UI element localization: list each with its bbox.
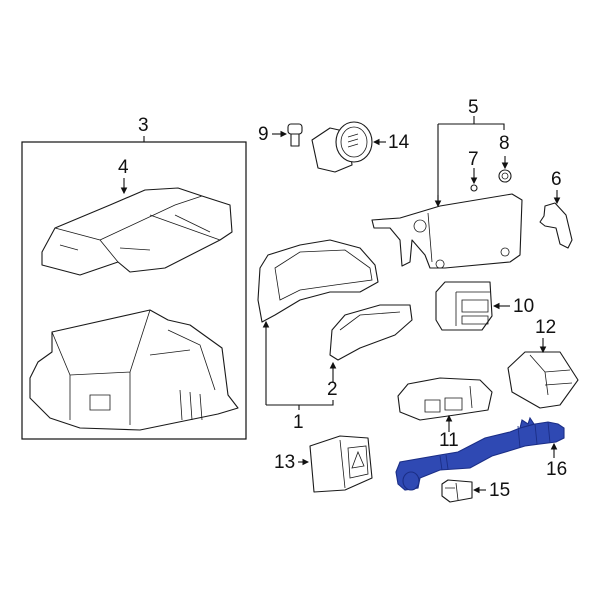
part-7-clip[interactable]: [470, 168, 478, 192]
callout-2: 2: [327, 379, 338, 400]
callout-12: 12: [535, 317, 557, 338]
callout-5: 5: [468, 97, 479, 118]
callout-15: 15: [489, 480, 511, 501]
callout-7: 7: [468, 149, 479, 170]
part-10-switch[interactable]: [435, 281, 510, 331]
part-9-knob[interactable]: [272, 123, 303, 147]
part-14-start-button[interactable]: [311, 121, 386, 173]
callout-10: 10: [513, 296, 535, 317]
part-3-module-base[interactable]: [29, 309, 239, 431]
assembly-box-3: [21, 136, 247, 440]
callout-9: 9: [258, 124, 269, 145]
part-13-hazard-switch[interactable]: [298, 435, 373, 493]
callout-4: 4: [118, 157, 129, 178]
callout-14: 14: [388, 132, 410, 153]
callout-8: 8: [499, 133, 510, 154]
callout-11: 11: [439, 430, 459, 451]
part-11-switch[interactable]: [397, 377, 493, 432]
part-12-switch[interactable]: [507, 338, 579, 409]
part-15-clip[interactable]: [441, 479, 486, 503]
part-1-cluster-housing[interactable]: [257, 239, 379, 405]
callout-1: 1: [293, 412, 304, 433]
callout-6: 6: [551, 169, 562, 190]
part-8-grommet[interactable]: [498, 156, 512, 183]
callout-3: 3: [138, 115, 149, 136]
callout-13: 13: [274, 452, 296, 473]
part-4-module-cover[interactable]: [41, 178, 233, 276]
part-5-trim-panel[interactable]: [371, 116, 523, 269]
part-2-cluster-lens[interactable]: [266, 304, 413, 410]
part-16-wire-harness[interactable]: [395, 416, 565, 491]
part-6-bracket[interactable]: [539, 190, 573, 249]
callout-16: 16: [546, 459, 568, 480]
